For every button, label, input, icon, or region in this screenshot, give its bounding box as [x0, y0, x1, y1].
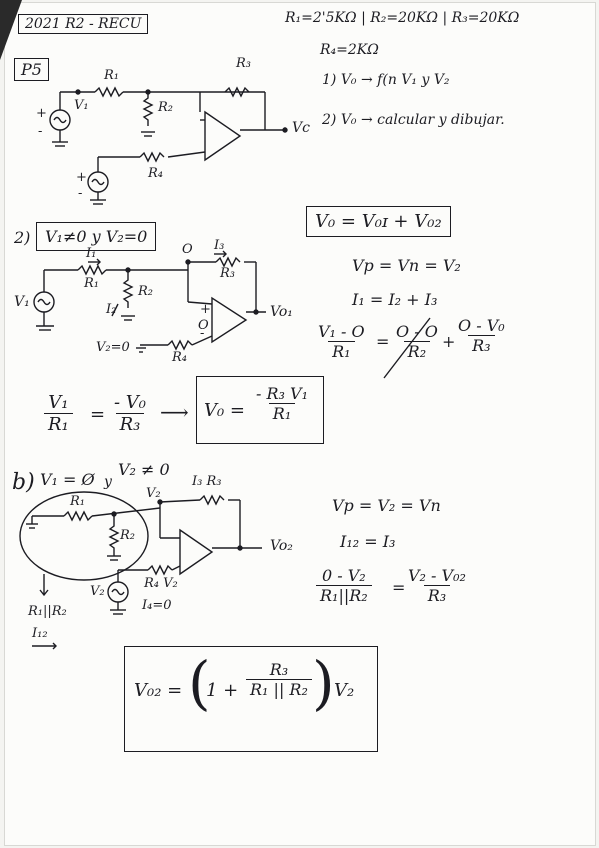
b-i3-r3-label: I₃ R₃ [192, 474, 222, 489]
b-i12-label: I₁₂ [32, 626, 48, 641]
part-a-eq-currents: I₁ = I₂ + I₃ [352, 290, 438, 309]
c1-minus-a: - [38, 124, 43, 139]
b-r2-label: R₂ [120, 528, 135, 543]
part-b-eq-currents: I₁₂ = I₃ [340, 532, 396, 551]
part-b-cond2: V₂ ≠ 0 [118, 460, 170, 479]
a-ratio-den1: R₁ [44, 413, 73, 435]
b-vo-label: Vo₂ [270, 538, 293, 554]
part-b-heading: b) [12, 470, 35, 495]
part-b-result-box [124, 646, 378, 752]
part-b-cond1: V₁ = Ø [40, 470, 95, 489]
a-kcl-num1: V₁ - O [318, 322, 365, 341]
a-r3-label: R₃ [220, 266, 235, 281]
part-a-number: 2) [14, 228, 31, 247]
a-kcl-term3: O - V₀ R₃ [454, 316, 509, 355]
a-ratio-right: - V₀ R₃ [110, 392, 150, 435]
exam-sheet [4, 2, 596, 846]
a-i3-label: I₃ [214, 238, 225, 253]
b-kcl-den1: R₁||R₂ [316, 585, 372, 605]
a-node-o-left: O [182, 242, 193, 257]
a-kcl-den2: R₂ [403, 341, 431, 361]
a-kcl-den3: R₃ [468, 335, 495, 355]
part-a-result-box [196, 376, 324, 444]
scan-corner-shadow [0, 0, 22, 60]
a-ratio-num2: - V₀ [114, 392, 147, 413]
task-1: 1) V₀ → f(n V₁ y V₂ [322, 72, 450, 88]
a-i1-label: I₁ [86, 246, 97, 261]
task-2: 2) V₀ → calcular y dibujar. [322, 112, 505, 128]
a-kcl-term2: O - O R₂ [392, 322, 442, 361]
a-kcl-plus: + [442, 332, 456, 351]
c1-r4-label: R₄ [148, 166, 163, 181]
a-ratio-equals: = [90, 404, 106, 425]
part-a-eq-vp: Vp = Vn = V₂ [352, 256, 461, 275]
a-r1-label: R₁ [84, 276, 99, 291]
b-v2-source-label: V₂ [90, 584, 105, 599]
a-ratio-den2: R₃ [115, 413, 145, 435]
c1-minus-b: - [78, 186, 83, 201]
a-kcl-num2: O - O [396, 322, 438, 341]
a-minus-label: - [200, 326, 205, 341]
resistor-values-line1: R₁=2'5KΩ | R₂=20KΩ | R₃=20KΩ [285, 10, 520, 26]
superposition-equation: V₀ = V₀ɪ + V₀₂ [306, 206, 451, 237]
b-kcl-num2: V₂ - V₀₂ [408, 566, 466, 585]
c1-vo-label: Vc [292, 120, 310, 136]
a-i2-label: I₂ [106, 302, 117, 317]
c1-plus-a: + [36, 106, 47, 121]
b-parallel-label: R₁||R₂ [28, 604, 67, 619]
c1-r3-label: R₃ [236, 56, 251, 71]
a-ratio-arrow: ⟶ [160, 400, 189, 424]
c1-r1-label: R₁ [104, 68, 119, 83]
part-a-condition: V₁≠0 y V₂=0 [36, 222, 157, 251]
a-result-lhs: V₀ = [204, 400, 246, 421]
a-result-num: - R₃ V₁ [256, 384, 309, 403]
b-r1-label: R₁ [70, 494, 85, 509]
b-result-rhs: V₂ [334, 680, 355, 701]
a-plus-label: + [200, 302, 211, 317]
b-result-one-plus: 1 + [206, 680, 239, 701]
a-ratio-left: V₁ R₁ [44, 392, 73, 435]
a-r4-label: R₄ [172, 350, 187, 365]
b-kcl-equals: = [392, 578, 406, 597]
b-result-num: R₃ [269, 660, 289, 679]
a-kcl-equals: = [376, 332, 390, 351]
a-kcl-term1: V₁ - O R₁ [314, 322, 369, 361]
b-result-den: R₁ || R₂ [246, 679, 312, 699]
b-i4-label: I₄=0 [142, 598, 172, 613]
a-node-o-input: O [198, 318, 209, 333]
a-v1-label: V₁ [14, 294, 30, 310]
part-b-sep: y [104, 474, 112, 490]
a-kcl-num3: O - V₀ [458, 316, 505, 335]
c1-v1-label: V₁ [74, 98, 89, 113]
b-kcl-term1: 0 - V₂ R₁||R₂ [316, 566, 372, 605]
c1-r2-label: R₂ [158, 100, 173, 115]
part-b-eq-vp: Vp = V₂ = Vn [332, 496, 441, 515]
b-result-lhs: V₀₂ = [134, 680, 183, 701]
exam-id: 2021 R2 - RECU [18, 14, 149, 34]
b-result-fraction: R₃ R₁ || R₂ [246, 660, 312, 699]
problem-label: P5 [14, 58, 49, 81]
b-kcl-num1: 0 - V₂ [321, 566, 366, 585]
a-result-den: R₁ [268, 403, 296, 423]
b-result-open-paren: ( [188, 649, 211, 717]
a-vo-label: Vo₁ [270, 304, 293, 320]
a-ratio-num1: V₁ [48, 392, 69, 413]
b-result-close-paren: ) [312, 649, 335, 717]
b-r4-v2-label: R₄ V₂ [144, 576, 178, 591]
b-v2-top-label: V₂ [146, 486, 161, 501]
a-result-fraction: - R₃ V₁ R₁ [252, 384, 312, 423]
resistor-values-line2: R₄=2KΩ [320, 42, 379, 58]
c1-plus-b: + [76, 170, 87, 185]
a-kcl-den1: R₁ [328, 341, 355, 361]
a-v2-label: V₂=0 [96, 340, 130, 355]
b-kcl-den2: R₃ [423, 585, 451, 605]
a-r2-label: R₂ [138, 284, 153, 299]
b-kcl-term2: V₂ - V₀₂ R₃ [404, 566, 470, 605]
